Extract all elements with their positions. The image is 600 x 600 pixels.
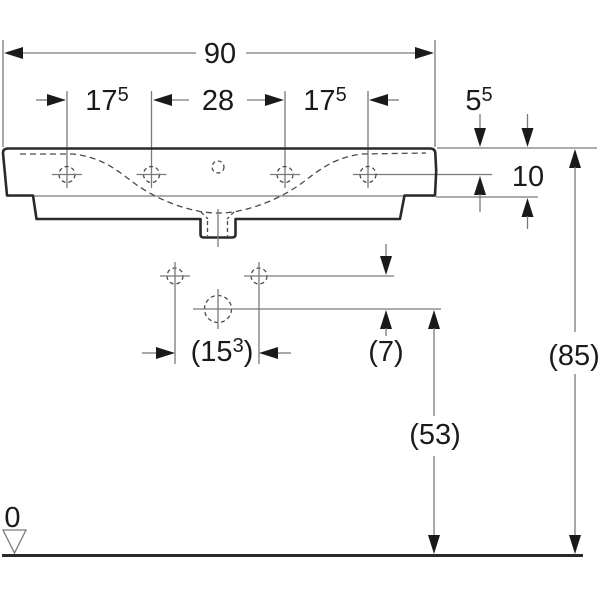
arrowhead-up xyxy=(474,176,486,195)
arrowhead-right xyxy=(265,94,284,106)
extension-lines xyxy=(2,40,597,198)
arrowhead-up xyxy=(380,310,392,329)
fixing-hole-markers xyxy=(160,262,441,364)
arrowhead-left xyxy=(4,47,23,59)
tap-hole-marker-1 xyxy=(52,165,82,184)
arrowhead-up xyxy=(521,198,534,217)
datum-zero-label: 0 xyxy=(4,502,20,534)
dim-label-drain-height: (53) xyxy=(409,419,461,451)
dim-label-fixing-to-drain: (7) xyxy=(368,336,403,368)
arrowhead-right xyxy=(156,347,175,359)
arrowhead-left xyxy=(259,347,278,359)
dim-rim-to-taphole: 55 xyxy=(465,84,493,212)
dim-label-fixing-spacing: (153) xyxy=(191,335,254,368)
arrowhead-up xyxy=(428,310,440,329)
drain-marker xyxy=(193,289,441,329)
dim-label-tap-right: 175 xyxy=(303,84,346,117)
arrowhead-down xyxy=(428,535,440,554)
dim-fixing-spacing: (153) xyxy=(142,335,291,368)
dim-label-rim-height: (85) xyxy=(548,340,600,372)
arrowhead-down xyxy=(521,128,534,147)
dim-label-front-height: 10 xyxy=(512,161,544,193)
arrowhead-left xyxy=(153,94,172,106)
datum-level: 0 xyxy=(1,502,583,557)
tap-hole-marker-2 xyxy=(136,165,167,184)
arrowhead-down xyxy=(569,535,581,554)
dim-front-height: 10 xyxy=(512,114,544,229)
dim-label-tap-center: 28 xyxy=(202,85,234,117)
dim-label-total-width: 90 xyxy=(204,38,236,70)
tap-hole-marker-3 xyxy=(270,165,300,184)
arrowhead-left xyxy=(369,94,388,106)
fixing-hole-marker-right xyxy=(244,262,394,364)
dim-fixing-to-drain: (7) xyxy=(368,244,404,368)
dim-label-rim-to-taphole: 55 xyxy=(465,84,492,117)
arrowhead-right xyxy=(415,47,434,59)
tap-hole-markers xyxy=(52,160,377,184)
arrowhead-right xyxy=(47,94,66,106)
datum-triangle-icon xyxy=(1,529,28,555)
arrowhead-down xyxy=(380,256,392,275)
fixing-hole-marker-left xyxy=(160,262,190,364)
arrowhead-down xyxy=(474,128,486,147)
dim-rim-height: (85) xyxy=(548,149,600,554)
dim-total-width: 90 xyxy=(4,38,434,70)
overflow-hole-marker xyxy=(211,160,225,174)
dim-drain-height: (53) xyxy=(409,310,461,554)
arrowhead-up xyxy=(569,149,581,168)
bowl-contour-dashed xyxy=(20,152,427,247)
tap-hole-marker-4 xyxy=(359,165,377,184)
dim-label-tap-left: 175 xyxy=(85,84,128,117)
basin-outline xyxy=(1,147,438,239)
dim-taphole-spacing: 175 28 175 xyxy=(36,84,399,117)
